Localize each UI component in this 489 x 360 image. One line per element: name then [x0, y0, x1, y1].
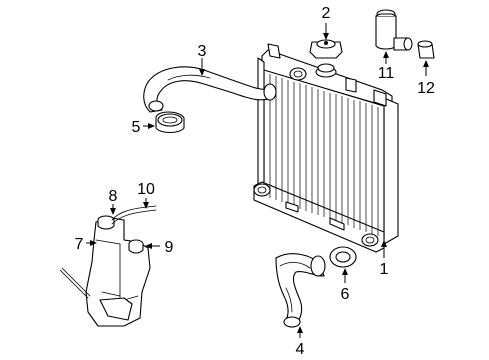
callout-10: 10 [137, 181, 155, 209]
callout-1: 1 [380, 240, 389, 278]
callout-8: 8 [109, 188, 118, 215]
callout-label-9: 9 [165, 239, 174, 256]
callout-label-8: 8 [109, 188, 118, 205]
callout-label-10: 10 [137, 181, 155, 198]
callout-label-1: 1 [380, 261, 389, 278]
callout-7: 7 [75, 236, 97, 253]
callout-11: 11 [378, 51, 395, 82]
callout-4: 4 [296, 326, 305, 358]
callout-5: 5 [132, 119, 155, 136]
drain-plug [417, 40, 435, 59]
hose-clamp [155, 111, 185, 134]
callout-label-11: 11 [378, 65, 395, 82]
callout-2: 2 [322, 5, 331, 40]
coolant-thermostat-housing [375, 9, 413, 51]
callout-label-12: 12 [417, 80, 435, 97]
upper-radiator-hose [143, 66, 277, 113]
callout-label-4: 4 [296, 341, 305, 358]
callout-9: 9 [145, 239, 174, 256]
overflow-hose [111, 205, 157, 225]
callout-12: 12 [417, 60, 435, 97]
radiator [253, 43, 399, 253]
callout-6: 6 [341, 268, 350, 303]
callout-label-5: 5 [132, 119, 141, 136]
reservoir-secondary-cap [128, 239, 144, 254]
lower-radiator-hose [275, 253, 326, 328]
coolant-reservoir [59, 217, 151, 327]
lower-hose-clamp [329, 246, 357, 268]
radiator-cap [309, 39, 343, 59]
callout-label-2: 2 [322, 5, 331, 22]
callout-label-7: 7 [75, 236, 84, 253]
radiator-fins [269, 74, 379, 236]
reservoir-cap [97, 215, 115, 230]
callout-label-3: 3 [198, 43, 207, 60]
callout-label-6: 6 [341, 286, 350, 303]
callout-3: 3 [198, 43, 207, 76]
